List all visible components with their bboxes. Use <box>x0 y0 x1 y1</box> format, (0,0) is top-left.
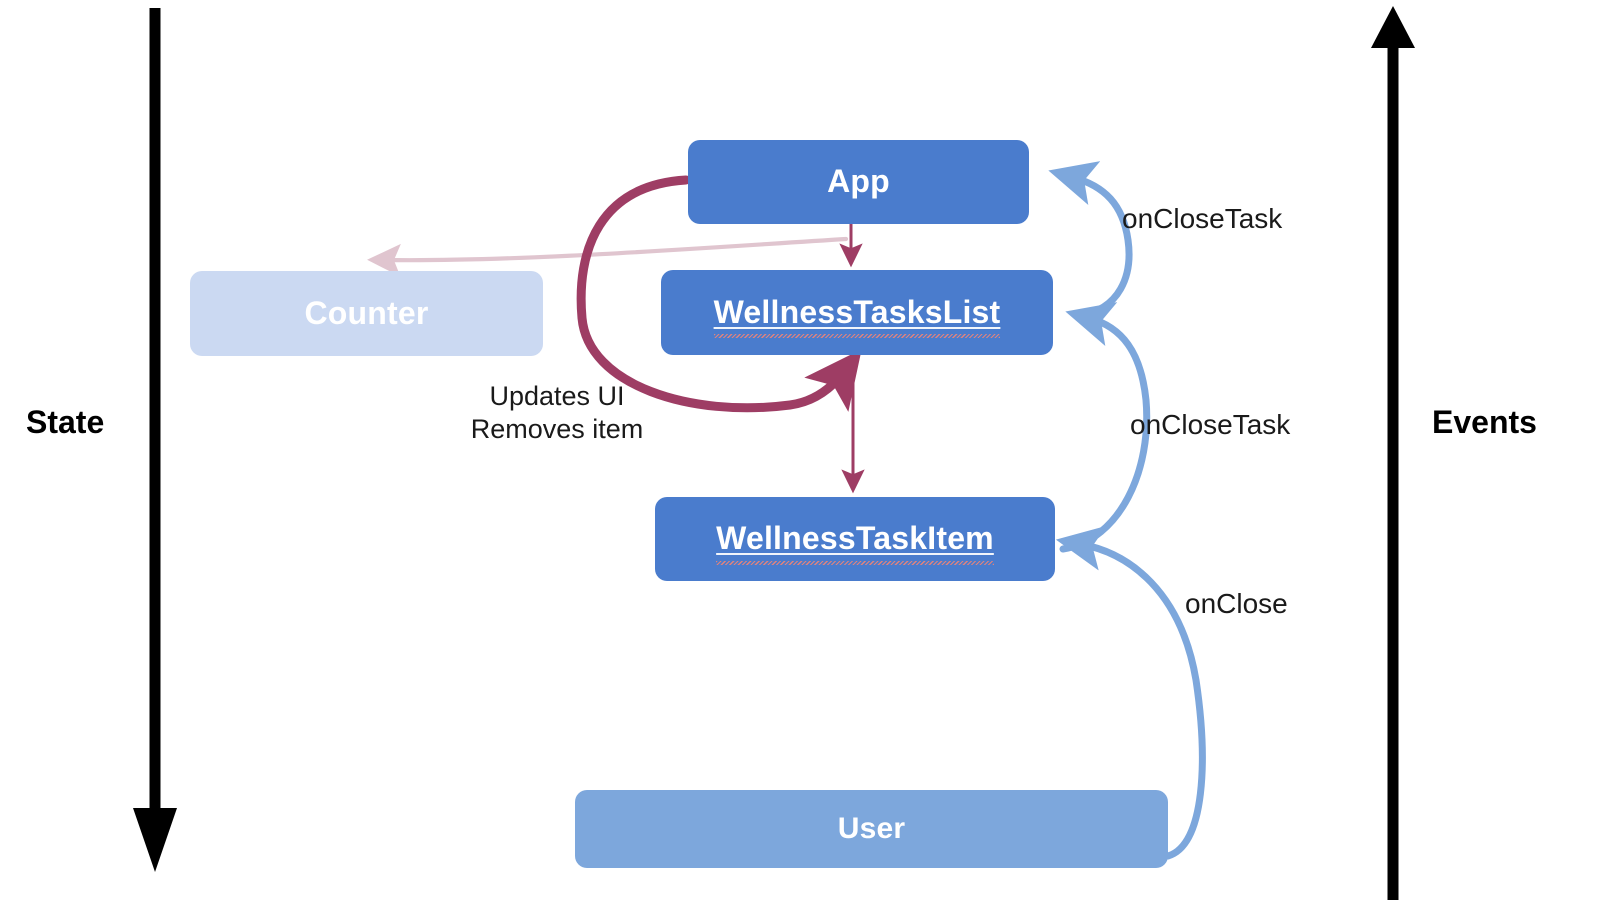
node-app-label: App <box>827 163 890 200</box>
node-wellness-task-item[interactable]: WellnessTaskItem <box>655 497 1055 581</box>
node-user-label: User <box>837 812 906 846</box>
edge-label-oncloseTask-middle: onCloseTask <box>1130 409 1291 440</box>
node-wellness-task-item-labelwrap: WellnessTaskItem <box>716 520 994 565</box>
events-axis-arrow <box>1371 6 1415 900</box>
node-counter-label: Counter <box>304 294 429 331</box>
state-axis-label: State <box>26 404 105 440</box>
annotation-updates-ui: Updates UI Removes item <box>470 381 644 444</box>
node-user[interactable]: User <box>575 790 1168 868</box>
state-axis-arrow <box>133 8 177 872</box>
spellcheck-underline-icon <box>713 334 1001 339</box>
edge-wellnesstaskslist-to-app-event <box>1048 161 1133 320</box>
edge-label-onclose-bottom: onClose <box>1185 588 1288 619</box>
node-wellness-tasks-list[interactable]: WellnessTasksList <box>661 270 1053 355</box>
node-wellness-tasks-list-label: WellnessTasksList <box>713 293 1001 330</box>
events-axis-label: Events <box>1432 404 1537 440</box>
node-wellness-task-item-label: WellnessTaskItem <box>716 520 994 557</box>
edge-app-to-counter <box>367 236 849 277</box>
edge-label-oncloseTask-top: onCloseTask <box>1122 203 1283 234</box>
node-wellness-tasks-list-labelwrap: WellnessTasksList <box>713 293 1001 339</box>
spellcheck-underline-icon-2 <box>716 560 994 565</box>
node-counter[interactable]: Counter <box>190 271 543 356</box>
node-app[interactable]: App <box>688 140 1029 224</box>
